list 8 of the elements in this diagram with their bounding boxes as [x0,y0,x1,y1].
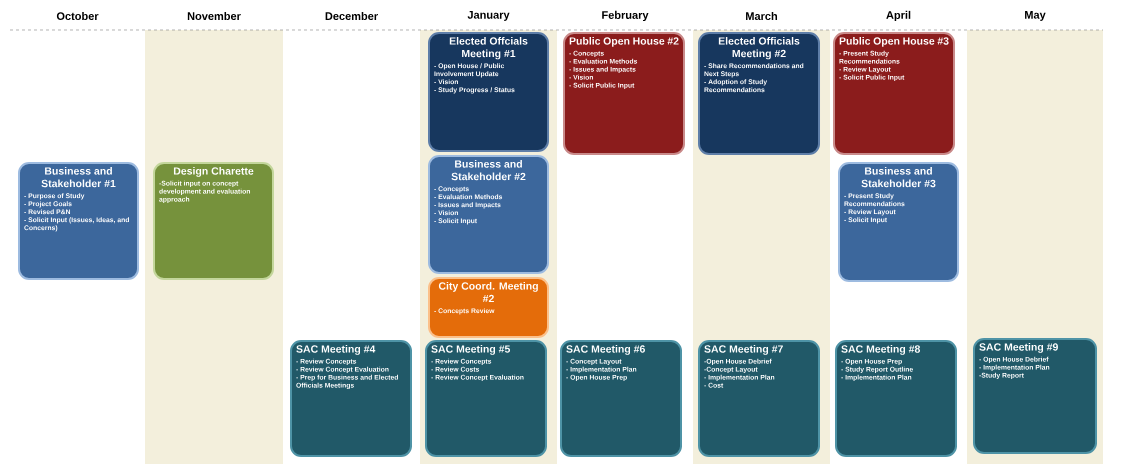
month-header: December [325,11,378,21]
month-header: November [187,11,241,21]
month-header: January [467,11,510,21]
month-header: March [746,11,777,21]
month-header: May [1025,11,1046,21]
month-header: October [56,11,99,21]
month-header: February [602,10,649,22]
month-header: April [886,10,911,22]
